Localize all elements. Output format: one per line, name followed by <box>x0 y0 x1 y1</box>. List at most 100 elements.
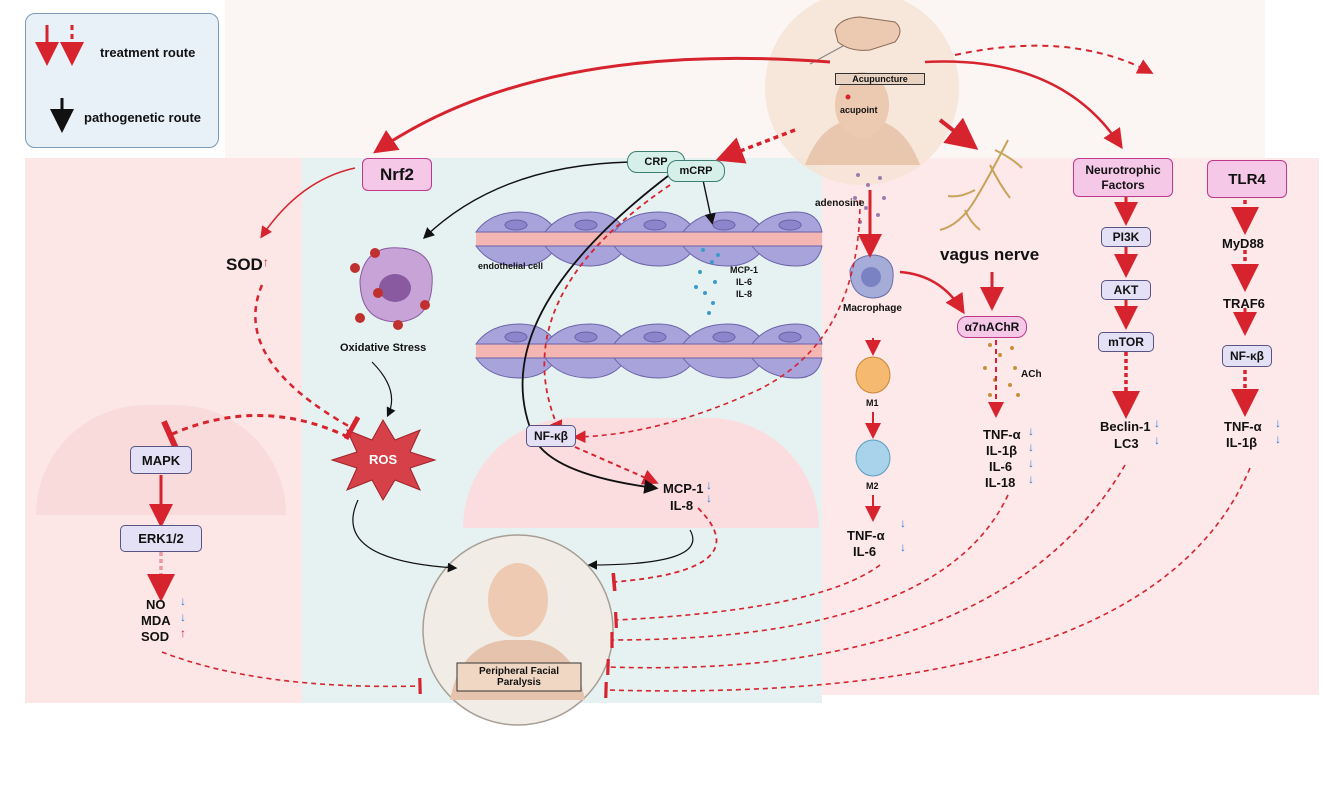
down-arrow-icon: ↓ <box>1028 440 1034 454</box>
sod-label: SOD↑ <box>226 256 269 273</box>
neurotrophic-outcome-beclin: Beclin-1 <box>1100 419 1151 434</box>
mtor-node: mTOR <box>1098 332 1154 352</box>
vagus-outcome-il1b: IL-1β <box>986 443 1018 458</box>
left-outcome-mda: MDA <box>141 613 171 628</box>
left-outcome-no: NO <box>146 597 166 612</box>
acupoint-label: acupoint <box>840 105 878 115</box>
down-arrow-icon: ↓ <box>180 610 186 624</box>
neurotrophic-node: Neurotrophic Factors <box>1073 158 1173 197</box>
up-arrow-icon: ↑ <box>262 255 269 269</box>
macrophage-outcome-tnf: TNF-α <box>847 528 885 543</box>
cytokines-to-patient-arrow <box>587 529 694 570</box>
released-mcp1: MCP-1 <box>730 265 759 275</box>
mapk-node: MAPK <box>130 446 192 474</box>
endothelial-outcome-to-patient-inhibit <box>611 507 718 592</box>
macrophage-outcome-to-patient-inhibit <box>614 564 881 629</box>
adenosine-label: adenosine <box>815 198 865 209</box>
vagus-nerve-label: vagus nerve <box>940 245 1040 264</box>
neurotrophic-outcome-to-patient-inhibit <box>606 464 1126 676</box>
down-arrow-icon: ↓ <box>900 540 906 554</box>
acupuncture-to-nrf2-arrow <box>373 56 831 154</box>
ach-dots <box>983 343 1020 397</box>
acupuncture-to-tlr4-arrow <box>954 44 1154 74</box>
endothelial-outcome-il8: IL-8 <box>670 498 694 513</box>
endothelial-outcome-mcp1: MCP-1 <box>663 481 704 496</box>
sod-to-ros-inhibit <box>254 284 361 441</box>
down-arrow-icon: ↓ <box>900 516 906 530</box>
traf6-label: TRAF6 <box>1223 296 1265 311</box>
erk-node: ERK1/2 <box>120 525 202 552</box>
released-il6: IL-6 <box>736 277 753 287</box>
myd88-label: MyD88 <box>1222 236 1264 251</box>
acupuncture-label: Acupuncture <box>835 73 925 85</box>
patient-label: Peripheral Facial Paralysis <box>460 665 578 689</box>
legend-treatment-label: treatment route <box>100 45 196 60</box>
head-icon <box>765 0 959 185</box>
crp-to-oxidative-arrow <box>422 161 631 239</box>
tlr4-node: TLR4 <box>1207 160 1287 198</box>
legend-pathogenetic-label: pathogenetic route <box>84 110 202 125</box>
ach-label: ACh <box>1021 369 1042 380</box>
nfkb-node-tlr4: NF-κβ <box>1222 345 1272 367</box>
down-arrow-icon: ↓ <box>1028 472 1034 486</box>
oxidative-to-ros-arrow <box>371 361 396 418</box>
acupuncture-to-mcrp-arrow <box>715 128 796 164</box>
nfkb-node-endothelial: NF-κβ <box>526 425 576 447</box>
down-arrow-icon: ↓ <box>706 491 712 505</box>
vagus-outcome-to-patient-inhibit <box>610 494 1009 649</box>
akt-node: AKT <box>1101 280 1151 300</box>
acupuncture-to-neurotrophic-arrow <box>924 60 1123 150</box>
sod-text: SOD <box>226 255 263 274</box>
mcrp-to-nfkb-arrow <box>543 184 671 436</box>
endothelial-cell-icon <box>475 211 823 379</box>
down-arrow-icon: ↓ <box>706 478 712 492</box>
macrophage-to-receptor-arrow <box>899 270 965 315</box>
down-arrow-icon: ↓ <box>1028 424 1034 438</box>
patient-face-icon <box>422 534 614 726</box>
vagus-outcome-il6: IL-6 <box>989 459 1013 474</box>
down-arrow-icon: ↓ <box>1154 416 1160 430</box>
mcrp-node: mCRP <box>667 160 725 182</box>
macrophage-icon <box>849 254 894 477</box>
adenosine-to-nfkb-arrow <box>572 199 861 444</box>
vagus-outcome-il18: IL-18 <box>985 475 1016 490</box>
m2-label: M2 <box>866 481 879 491</box>
down-arrow-icon: ↓ <box>1275 416 1281 430</box>
left-outcome-to-patient-inhibit <box>161 651 422 695</box>
macrophage-label: Macrophage <box>843 303 902 314</box>
ros-label: ROS <box>369 452 398 467</box>
down-arrow-icon: ↓ <box>1154 433 1160 447</box>
tlr4-outcome-tnf: TNF-α <box>1224 419 1262 434</box>
ros-to-mapk-inhibit <box>161 414 349 450</box>
patient-label-text: Peripheral Facial Paralysis <box>478 665 560 689</box>
oxidative-cell-icon <box>350 247 433 330</box>
down-arrow-icon: ↓ <box>180 594 186 608</box>
vagus-outcome-tnf: TNF-α <box>983 427 1021 442</box>
down-arrow-icon: ↓ <box>1028 456 1034 470</box>
macrophage-outcome-il6: IL-6 <box>853 544 877 559</box>
acupuncture-to-vagus-arrow <box>938 117 979 150</box>
nrf2-node: Nrf2 <box>362 158 432 191</box>
endothelial-cell-label: endothelial cell <box>478 261 544 271</box>
nfkb-to-cytokines-arrow <box>574 446 659 485</box>
released-il8: IL-8 <box>736 289 753 299</box>
down-arrow-icon: ↓ <box>1275 432 1281 446</box>
up-arrow-icon: ↑ <box>180 626 186 640</box>
left-outcome-sod: SOD <box>141 629 170 644</box>
neurotrophic-title: Neurotrophic Factors <box>1085 163 1161 192</box>
ros-to-patient-arrow <box>352 499 458 573</box>
pi3k-node: PI3K <box>1101 227 1151 247</box>
tlr4-outcome-il1b: IL-1β <box>1226 435 1258 450</box>
tlr4-outcome-to-patient-inhibit <box>604 467 1251 699</box>
right-panel-background <box>822 158 1319 695</box>
receptor-node: α7nAChR <box>957 316 1027 338</box>
vagus-nerve-icon <box>939 139 1023 231</box>
oxidative-stress-label: Oxidative Stress <box>340 342 427 354</box>
mcrp-to-endothelial-arrow <box>702 179 716 225</box>
syringe-hand-icon <box>809 16 901 65</box>
neurotrophic-outcome-lc3: LC3 <box>1114 436 1139 451</box>
crp-to-cytokines-black-arrow <box>521 175 669 494</box>
m1-label: M1 <box>866 398 879 408</box>
